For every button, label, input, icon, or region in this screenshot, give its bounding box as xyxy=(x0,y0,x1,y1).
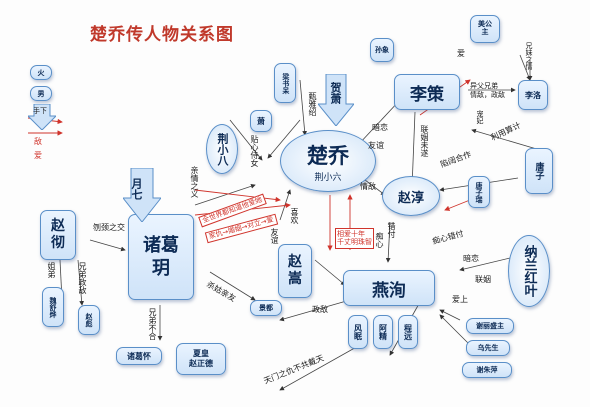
node-fengmian: 风眠 xyxy=(348,315,368,349)
chuqiao-name: 楚乔 xyxy=(307,143,349,168)
meigongzhu-name: 美公主 xyxy=(478,20,492,36)
zhugeyue-name: 诸葛玥 xyxy=(143,234,179,279)
rel-label: 友谊 xyxy=(368,141,384,150)
rel-label: 相爱十年 千丈明珠智 xyxy=(335,228,374,249)
zhugehuai-name: 诸葛怀 xyxy=(127,351,151,361)
node-zhugeyue: 诸葛玥 xyxy=(128,214,194,300)
legend-label-5: 爱 xyxy=(34,151,42,160)
rel-label: 姐弟 xyxy=(47,262,56,278)
node-zhaoche: 赵彻 xyxy=(40,210,76,260)
chengyuan-name: 程远 xyxy=(403,324,413,340)
xiahuang-name: 夏皇 赵正德 xyxy=(189,348,213,368)
zhaochun-name: 赵淳 xyxy=(397,190,424,206)
node-liluo: 李洛 xyxy=(518,80,548,110)
node-liangshudai: 梁书呆 xyxy=(274,63,296,103)
rel-label: 暗恋 xyxy=(463,254,479,263)
rel-label: 情敌 xyxy=(360,182,376,191)
hexiao-label: 贺萧 xyxy=(329,82,342,104)
rel-label: 兄妹之情 xyxy=(525,42,533,70)
node-ajing: 阿精 xyxy=(373,315,393,349)
node-yuxuanping: 谢朱萍 xyxy=(462,362,512,378)
node-chuqiao: 楚乔 荆小六 xyxy=(280,130,376,192)
node-lice: 李策 xyxy=(394,74,460,110)
node-wuxiansheng: 乌先生 xyxy=(466,340,510,356)
jingji-name: 景都 xyxy=(259,304,273,312)
fengmian-name: 风眠 xyxy=(353,324,363,340)
node-zhaochun: 赵淳 xyxy=(382,176,440,216)
rel-label: 甄雅绍 xyxy=(308,92,317,116)
legend-box-2: 男 xyxy=(30,86,52,101)
rel-label: 爱 xyxy=(457,49,465,58)
ajing-name: 阿精 xyxy=(378,324,388,340)
node-yuanzhu: 谢丽盛主 xyxy=(466,318,514,334)
node-jingxiaoba: 荆小八 xyxy=(206,124,238,174)
tangzirui-name: 唐子瑞 xyxy=(475,181,483,203)
legend-arrow-down xyxy=(28,104,56,130)
node-jingji: 景都 xyxy=(250,300,282,316)
zhaosong-name: 赵嵩 xyxy=(288,254,302,287)
yuxuanping-name: 谢朱萍 xyxy=(476,366,498,374)
node-meigongzhu: 美公主 xyxy=(470,15,500,43)
node-xiahuang: 夏皇 赵正德 xyxy=(176,343,226,375)
node-zhugehuai: 诸葛怀 xyxy=(116,347,162,365)
rel-label: 痴心 xyxy=(375,232,384,248)
zhaoche-name: 赵彻 xyxy=(51,218,65,251)
legend-label-2: 男 xyxy=(37,89,45,98)
tangzi-name: 唐子 xyxy=(533,162,544,180)
yueqi-label: 月七 xyxy=(130,178,143,200)
rel-label: 友谊 xyxy=(270,228,279,244)
legend-box-1: 火 xyxy=(30,65,52,80)
node-zhaosong: 赵嵩 xyxy=(278,244,312,298)
rel-label: 异父兄弟 情敌，政敌 xyxy=(470,82,505,100)
hexiao-arrow xyxy=(318,74,354,126)
liangshudai-name: 梁书呆 xyxy=(281,72,290,94)
rel-label: 联姻 xyxy=(475,275,491,284)
rel-label: 喜欢 xyxy=(290,208,299,224)
nalanhongye-name: 纳兰红叶 xyxy=(521,245,537,297)
yanxun-name: 燕洵 xyxy=(372,280,406,301)
rel-label: 错付 xyxy=(387,222,396,238)
node-sunle: 孙象 xyxy=(370,38,394,62)
liluo-name: 李洛 xyxy=(525,90,541,100)
rel-label: 联姻未遂 xyxy=(420,125,429,157)
legend-label-3: 手下 xyxy=(33,107,47,115)
rel-label: 亲情之义 xyxy=(190,166,199,198)
rel-label: 政敌 xyxy=(312,305,328,314)
zhaoshan-name: 赵彪 xyxy=(85,313,93,327)
legend-label-4: 敌 xyxy=(34,137,42,146)
node-tangzi: 唐子 xyxy=(525,148,553,194)
yueqi-arrow xyxy=(123,168,161,222)
node-weishuye: 魏舒烨 xyxy=(42,287,64,327)
yuanzhu-name: 谢丽盛主 xyxy=(476,322,504,330)
rel-label: 刎颈之交 xyxy=(93,223,125,232)
rel-label: 兄弟不合 xyxy=(148,308,157,340)
chuqiao-alias: 荆小六 xyxy=(314,172,342,183)
node-yanxun: 燕洵 xyxy=(343,270,435,306)
lice-name: 李策 xyxy=(410,84,444,105)
rel-label: 兄弟政敌 xyxy=(78,262,87,294)
rel-label: 爱上 xyxy=(452,295,468,304)
jingxiaoba-name: 荆小八 xyxy=(216,132,229,166)
rel-label: 宠妃 xyxy=(476,110,484,124)
node-tangzirui: 唐子瑞 xyxy=(468,176,490,208)
diagram-title: 楚乔传人物关系图 xyxy=(90,25,234,45)
rel-label: 暗恋 xyxy=(372,123,388,132)
xiaoxiao-name: 萧 xyxy=(257,116,265,126)
node-xiaoxiao: 萧 xyxy=(250,110,272,132)
wuxiansheng-name: 乌先生 xyxy=(477,344,499,352)
rel-label: 贴心侍女 xyxy=(250,135,259,167)
node-nalanhongye: 纳兰红叶 xyxy=(508,235,550,307)
sunle-name: 孙象 xyxy=(375,46,389,54)
node-zhaoshan: 赵彪 xyxy=(78,305,100,335)
weishuye-name: 魏舒烨 xyxy=(49,296,57,318)
legend-label-1: 火 xyxy=(37,68,45,77)
node-chengyuan: 程远 xyxy=(398,315,418,349)
